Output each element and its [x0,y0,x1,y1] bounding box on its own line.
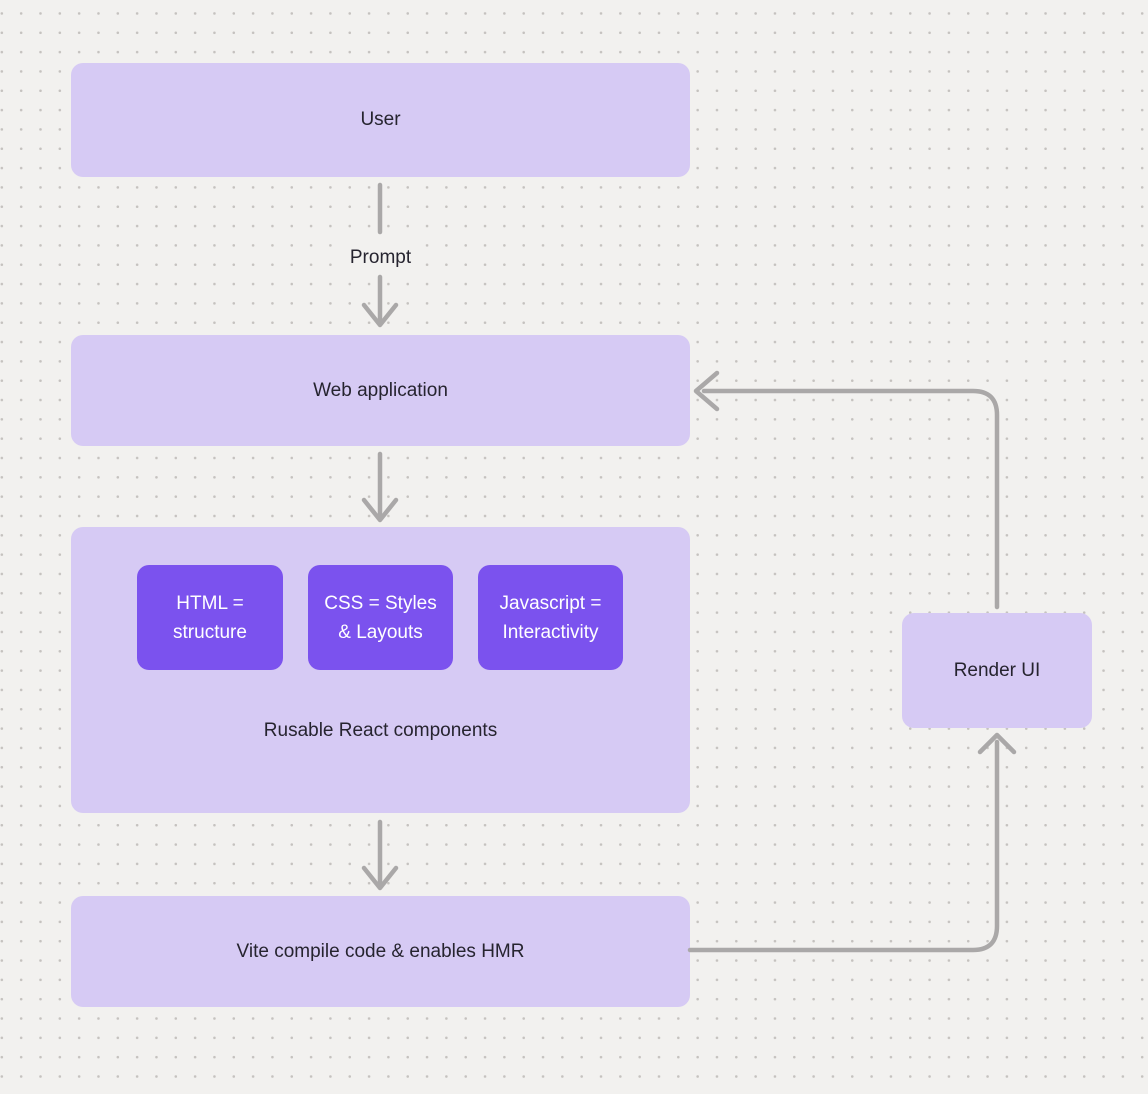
node-render-ui-label: Render UI [953,659,1041,681]
node-user-label: User [360,109,401,131]
chip-html-label: HTML = structure [173,592,247,643]
connector-components-to-vite-arrowhead [361,865,399,891]
node-user: User [71,63,690,177]
edge-label-prompt: Prompt [344,243,417,272]
components-caption: Rusable React components [263,720,498,741]
node-web-application-label: Web application [313,379,448,401]
connector-vite-to-render-ui-arrowhead [977,732,1017,755]
connector-vite-to-render-ui [687,739,1000,953]
chip-html: HTML = structure [137,565,283,670]
chip-css-label: CSS = Styles & Layouts [324,592,437,643]
connector-render-ui-to-web-application [701,388,1000,610]
node-render-ui: Render UI [902,613,1092,728]
edge-label-prompt-wrap: Prompt [71,243,690,272]
connector-render-ui-to-web-application-arrowhead [693,370,720,412]
connector-web-application-to-components-arrowhead [361,497,399,523]
chip-css: CSS = Styles & Layouts [308,565,453,670]
node-web-application: Web application [71,335,690,446]
chip-javascript: Javascript = Interactivity [478,565,623,670]
connector-prompt-to-web-application-arrowhead [361,302,399,328]
node-vite-label: Vite compile code & enables HMR [236,940,525,962]
node-components-container: HTML = structure CSS = Styles & Layouts … [71,527,690,813]
chip-javascript-label: Javascript = Interactivity [499,592,602,643]
node-vite: Vite compile code & enables HMR [71,896,690,1007]
